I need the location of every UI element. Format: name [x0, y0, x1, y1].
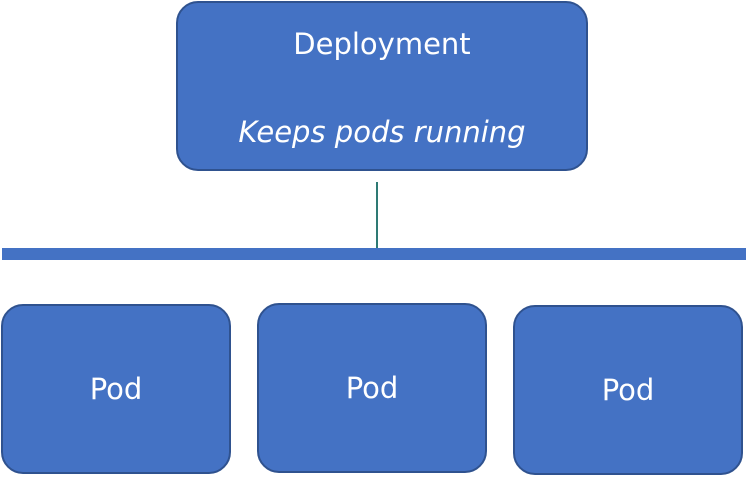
pod-node-1: Pod [1, 304, 231, 474]
deployment-title: Deployment [293, 27, 471, 61]
pod-node-3: Pod [513, 305, 743, 475]
pod-node-2: Pod [257, 303, 487, 473]
deployment-subtitle: Keeps pods running [238, 115, 526, 149]
pod-label-2: Pod [345, 371, 399, 405]
deployment-node: Deployment Keeps pods running [176, 1, 588, 171]
pod-label-3: Pod [601, 373, 655, 407]
pod-bus-bar [2, 248, 746, 260]
deployment-connector-line [376, 182, 378, 248]
pod-label-1: Pod [89, 372, 143, 406]
